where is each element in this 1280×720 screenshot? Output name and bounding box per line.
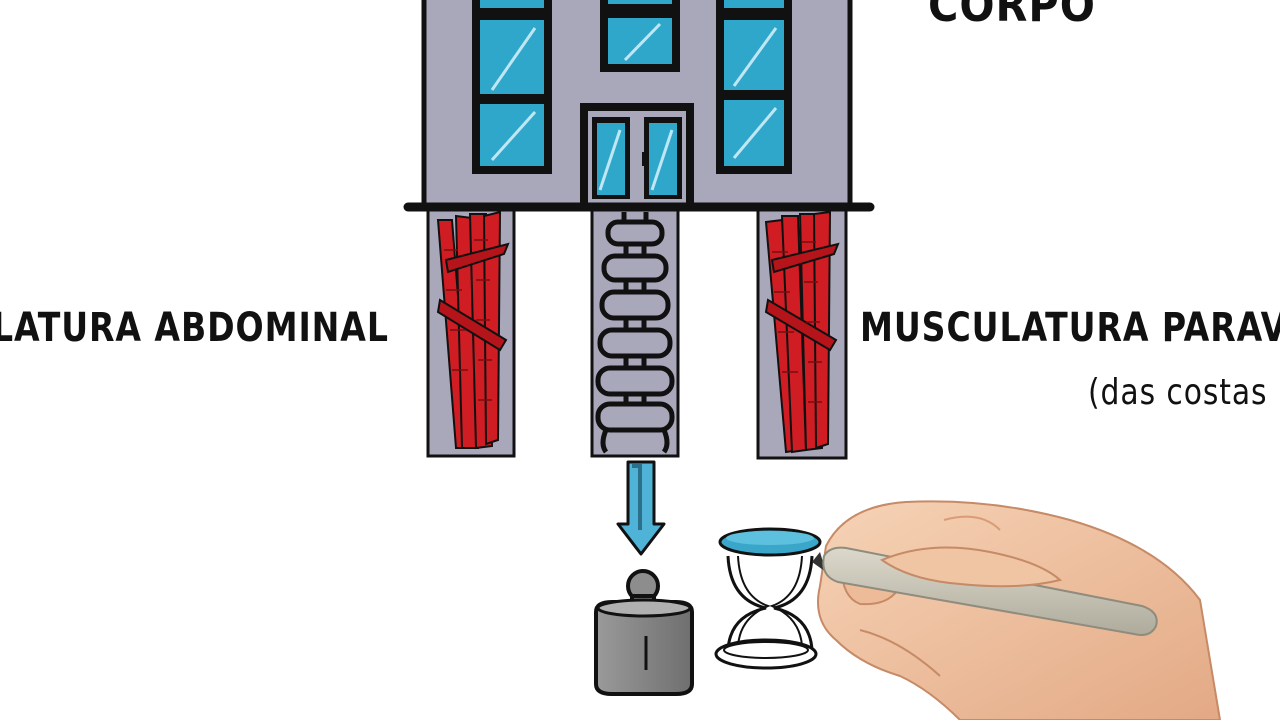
paravertebral-muscle-label: MUSCULATURA PARAV: [860, 305, 1280, 351]
title-label: CORPO: [928, 0, 1096, 32]
weight-icon: [594, 569, 694, 696]
hourglass-icon: [714, 527, 822, 670]
spine-icon: [590, 208, 680, 458]
window-right: [716, 0, 792, 174]
back-subtitle-label: (das costas: [1088, 372, 1268, 413]
building-door: [580, 103, 694, 203]
building-icon: [403, 0, 875, 212]
window-center: [600, 0, 680, 72]
window-left: [472, 0, 552, 174]
muscle-fibers-right-icon: [756, 208, 848, 460]
hand-with-marker-icon: [812, 500, 1222, 720]
muscle-fibers-left-icon: [426, 208, 516, 458]
down-arrow-icon: [616, 460, 666, 556]
abdominal-muscle-label: LATURA ABDOMINAL: [0, 305, 389, 351]
